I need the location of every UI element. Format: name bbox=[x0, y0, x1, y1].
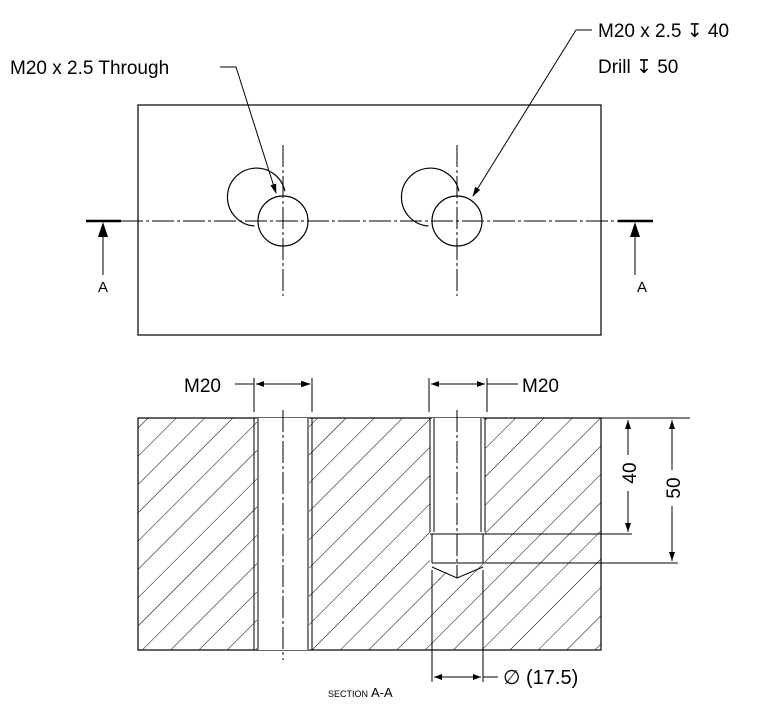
section-marker-right: A bbox=[637, 279, 647, 296]
leader-line-left bbox=[220, 66, 277, 194]
hatch-region bbox=[430, 563, 485, 580]
threaded-hole-right bbox=[400, 145, 483, 296]
callout-through-hole: M20 x 2.5 Through bbox=[10, 58, 169, 79]
dim-drill-depth: 50 bbox=[664, 477, 685, 498]
arrowhead-icon bbox=[98, 222, 108, 237]
section-title-id: A-A bbox=[371, 685, 393, 700]
callout-blind-thread: M20 x 2.5 ↧ 40 bbox=[598, 21, 729, 42]
section-title-label: SECTION bbox=[328, 689, 368, 699]
threaded-hole-left bbox=[226, 145, 309, 296]
part-outline bbox=[137, 104, 602, 336]
dim-thread-depth: 40 bbox=[620, 462, 641, 483]
hatch-region bbox=[138, 418, 257, 650]
dim-drill-diameter: ∅ (17.5) bbox=[503, 667, 578, 689]
section-view: M20 M20 40 50 ∅ (17.5) SECTION A-A bbox=[137, 376, 690, 700]
section-marker-left: A bbox=[98, 279, 108, 296]
dim-through-hole: M20 bbox=[184, 376, 221, 397]
hatch-region bbox=[430, 578, 485, 650]
arrowhead-icon bbox=[630, 222, 640, 237]
hatch-region bbox=[309, 418, 430, 650]
callout-drill-depth: Drill ↧ 50 bbox=[598, 57, 678, 78]
leader-line-right bbox=[472, 29, 592, 197]
dim-blind-hole: M20 bbox=[522, 376, 559, 397]
top-view: A A M20 x 2.5 Through M20 x 2.5 ↧ 40 Dri… bbox=[10, 21, 729, 336]
